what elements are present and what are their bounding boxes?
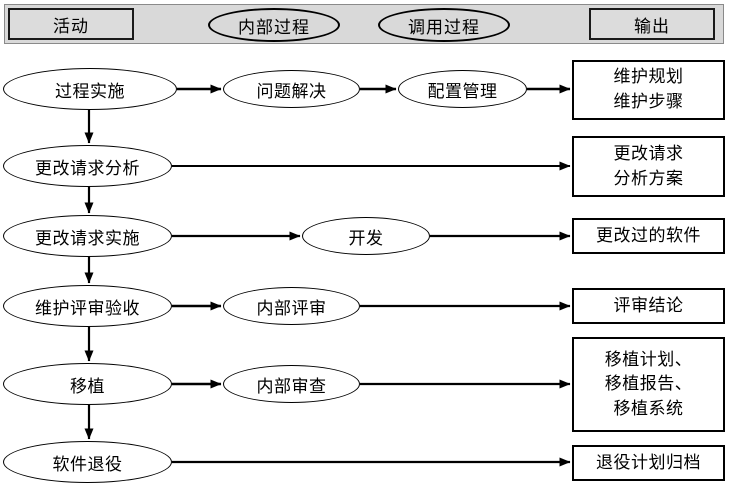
internal-process-node-4[interactable]: 内部评审 <box>223 287 360 325</box>
output-box-3-line-1: 更改过的软件 <box>596 225 701 245</box>
legend-activity-label: 活动 <box>53 16 89 36</box>
legend-activity: 活动 <box>8 8 134 40</box>
activity-node-6-label: 软件退役 <box>52 454 123 474</box>
activity-node-1[interactable]: 过程实施 <box>3 68 177 110</box>
output-box-4[interactable]: 评审结论 <box>572 288 725 324</box>
output-box-4-line-1: 评审结论 <box>613 295 684 315</box>
legend-internal-process-label: 内部过程 <box>238 17 310 37</box>
output-box-5-line-2: 移植报告、 <box>604 374 693 394</box>
output-box-1[interactable]: 维护规划 维护步骤 <box>572 60 725 120</box>
internal-process-node-4-label: 内部评审 <box>256 298 327 318</box>
internal-process-node-5-label: 内部审查 <box>256 376 327 396</box>
output-box-2-line-2: 分析方案 <box>613 168 684 188</box>
activity-node-4[interactable]: 维护评审验收 <box>3 285 172 327</box>
invoked-process-node-1-label: 配置管理 <box>427 81 498 101</box>
output-box-5[interactable]: 移植计划、 移植报告、 移植系统 <box>572 337 725 432</box>
legend-invoked-process: 调用过程 <box>378 8 510 42</box>
legend-output-label: 输出 <box>634 16 670 36</box>
output-box-1-line-2: 维护步骤 <box>613 92 684 111</box>
activity-node-3[interactable]: 更改请求实施 <box>3 215 172 257</box>
activity-node-5-label: 移植 <box>70 376 105 396</box>
activity-node-4-label: 维护评审验收 <box>35 298 140 318</box>
activity-node-6[interactable]: 软件退役 <box>3 441 172 483</box>
invoked-process-node-3-label: 开发 <box>348 228 384 248</box>
activity-node-2[interactable]: 更改请求分析 <box>3 145 172 187</box>
activity-node-1-label: 过程实施 <box>55 81 125 101</box>
output-box-2[interactable]: 更改请求 分析方案 <box>572 136 725 197</box>
internal-process-node-1-label: 问题解决 <box>256 81 327 101</box>
invoked-process-node-1[interactable]: 配置管理 <box>398 70 527 108</box>
internal-process-node-5[interactable]: 内部审查 <box>223 365 360 403</box>
internal-process-node-1[interactable]: 问题解决 <box>223 70 360 108</box>
activity-node-2-label: 更改请求分析 <box>35 158 140 178</box>
output-box-3[interactable]: 更改过的软件 <box>572 218 725 254</box>
activity-node-3-label: 更改请求实施 <box>35 228 140 248</box>
activity-node-5[interactable]: 移植 <box>3 363 172 405</box>
output-box-5-line-3: 移植系统 <box>613 398 684 418</box>
legend-output: 输出 <box>589 8 715 40</box>
output-box-5-line-1: 移植计划、 <box>604 349 693 369</box>
output-box-2-line-1: 更改请求 <box>613 143 684 163</box>
output-box-1-line-1: 维护规划 <box>613 67 684 87</box>
legend-invoked-process-label: 调用过程 <box>408 17 480 37</box>
output-box-6[interactable]: 退役计划归档 <box>572 445 725 481</box>
legend-internal-process: 内部过程 <box>208 8 340 42</box>
output-box-6-line-1: 退役计划归档 <box>596 452 701 472</box>
invoked-process-node-3[interactable]: 开发 <box>302 217 430 255</box>
